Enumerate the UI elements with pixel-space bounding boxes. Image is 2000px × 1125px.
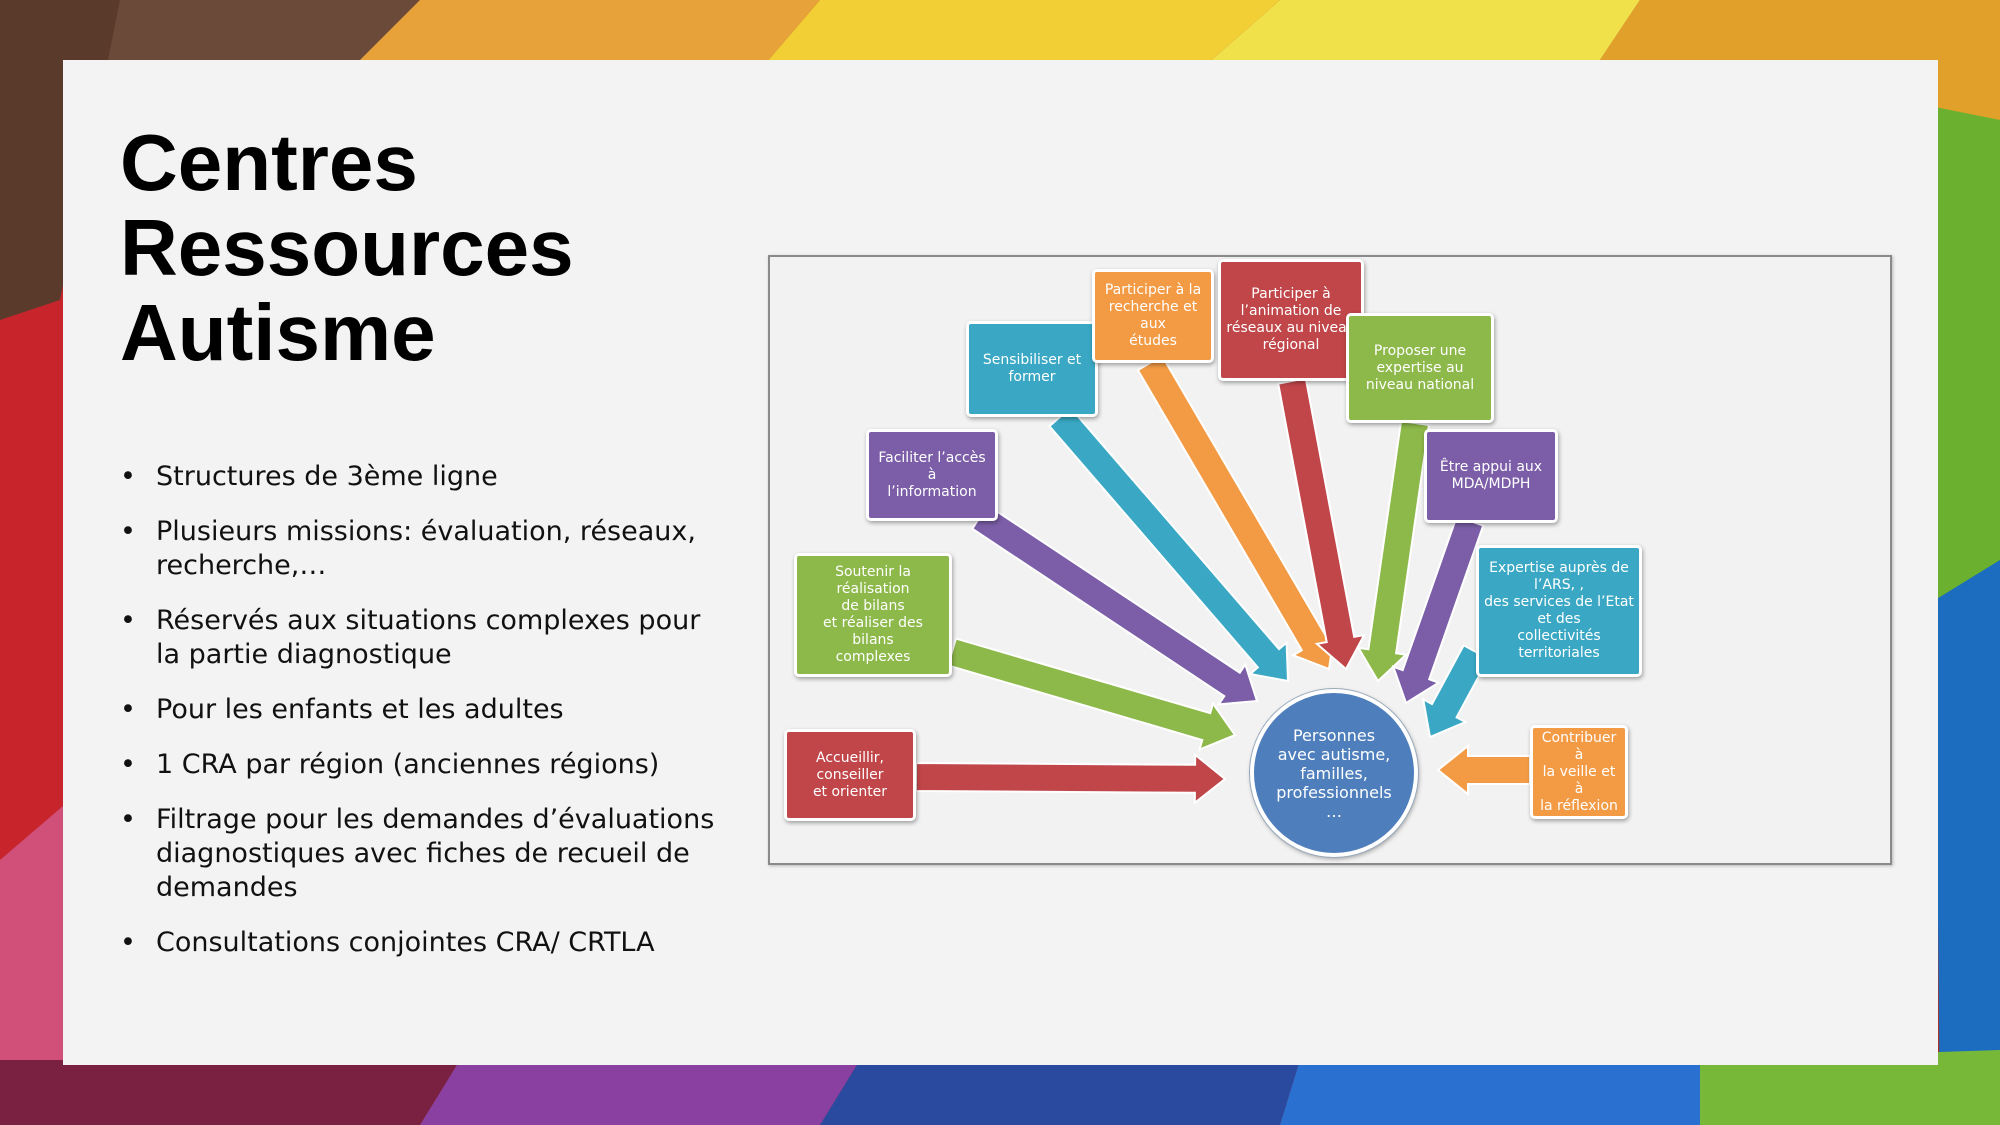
mission-box-line: de bilans xyxy=(841,598,905,614)
mission-box-line: Être appui aux xyxy=(1439,459,1543,475)
center-line: familles, xyxy=(1300,763,1368,783)
mission-box-line: MDA/MDPH xyxy=(1451,476,1531,492)
mission-box-line: l’animation de xyxy=(1240,303,1342,319)
bullet-list: Structures de 3ème ligne Plusieurs missi… xyxy=(120,460,720,981)
mission-box-line: Participer à la xyxy=(1104,282,1202,298)
mission-box-line: et réaliser des bilans xyxy=(823,615,923,648)
slide-title: Centres Ressources Autisme xyxy=(120,120,680,375)
arrows-layer xyxy=(914,354,1531,805)
arrow-mdph xyxy=(1391,515,1485,705)
mission-box-line: Participer à xyxy=(1251,286,1331,302)
title-line: Centres xyxy=(120,118,418,207)
mission-box-line: Contribuer à xyxy=(1541,729,1617,763)
center-line: professionnels xyxy=(1276,782,1392,802)
bullet-item: Plusieurs missions: évaluation, réseaux,… xyxy=(120,515,720,583)
bullet-item: Consultations conjointes CRA/ CRTLA xyxy=(120,926,720,960)
mission-box-line: recherche et aux xyxy=(1108,299,1198,332)
slide-card: Centres Ressources Autisme Structures de… xyxy=(63,60,1938,1065)
arrow-bilans xyxy=(946,637,1237,752)
mission-box-line: Faciliter l’accès à xyxy=(878,449,986,483)
arrow-national xyxy=(1356,419,1431,683)
center-line: … xyxy=(1326,801,1342,821)
title-line: Autisme xyxy=(120,288,436,377)
mission-box-line: Soutenir la réalisation xyxy=(835,564,911,597)
bullet-item: 1 CRA par région (anciennes régions) xyxy=(120,748,720,782)
arrow-accueillir xyxy=(914,752,1227,805)
arrow-former xyxy=(1047,406,1290,683)
arrow-veille xyxy=(1436,743,1531,797)
mission-box-line: Accueillir, conseiller xyxy=(816,749,884,783)
mission-box-line: la veille et à xyxy=(1542,763,1616,797)
mission-box-line: réseaux au niveau xyxy=(1226,320,1356,336)
mission-box-line: Expertise auprès de l’ARS, , xyxy=(1489,560,1629,593)
mission-box-line: former xyxy=(1008,369,1056,385)
mission-box-line: Sensibiliser et xyxy=(982,352,1082,368)
mission-box-line: et orienter xyxy=(812,783,888,800)
mission-box-line: la réflexion xyxy=(1540,797,1618,814)
mission-box-line: niveau national xyxy=(1365,376,1475,393)
bullet-item: Pour les enfants et les adultes xyxy=(120,693,720,727)
bullet-item: Structures de 3ème ligne xyxy=(120,460,720,494)
mission-box-line: collectivités territoriales xyxy=(1517,628,1601,661)
bullet-item: Filtrage pour les demandes d’évaluations… xyxy=(120,803,720,905)
arrow-information xyxy=(970,503,1259,706)
mission-box-line: régional xyxy=(1262,337,1320,353)
mission-box-line: études xyxy=(1129,333,1177,349)
mission-box-expertise: Expertise auprès de l’ARS, ,des services… xyxy=(1476,545,1642,677)
center-line: avec autisme, xyxy=(1277,744,1391,764)
mission-box-line: Proposer une xyxy=(1373,342,1467,359)
mission-box-line: l’information xyxy=(887,483,977,500)
title-line: Ressources xyxy=(120,203,574,292)
center-line: Personnes xyxy=(1292,725,1376,745)
bullet-item: Réservés aux situations complexes pour l… xyxy=(120,604,720,672)
mission-box-line: des services de l’Etat et des xyxy=(1484,594,1634,627)
arrow-reseaux xyxy=(1277,377,1366,671)
mission-box-line: expertise au xyxy=(1376,359,1464,376)
mission-box-line: complexes xyxy=(835,649,911,665)
